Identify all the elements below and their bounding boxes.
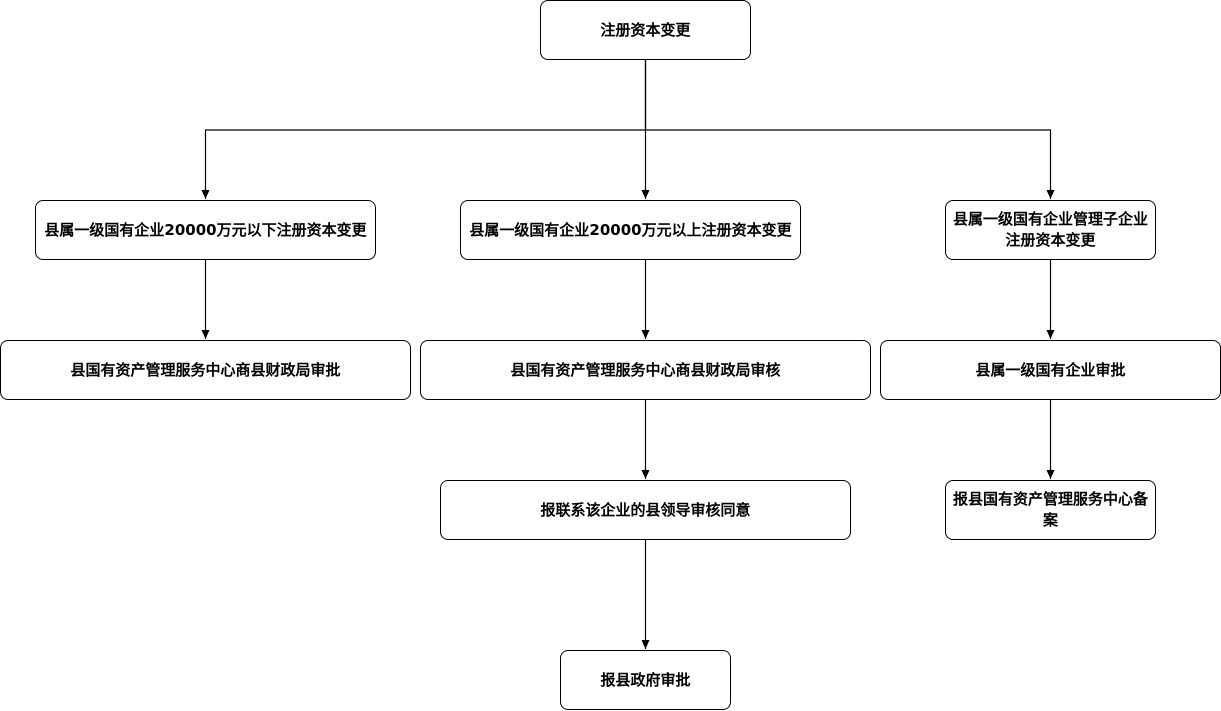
- edge-root-to-below: [201, 60, 647, 199]
- node-label: 县属一级国有企业20000万元以上注册资本变更: [469, 220, 792, 239]
- node-center-finance-approval: 县国有资产管理服务中心商县财政局审批: [0, 340, 411, 400]
- node-capital-change-below-20000: 县属一级国有企业20000万元以下注册资本变更: [35, 200, 376, 260]
- node-subsidiary-capital-change: 县属一级国有企业管理子企业注册资本变更: [945, 200, 1156, 260]
- node-label: 报县国有资产管理服务中心备案: [952, 490, 1148, 529]
- edge-root-to-sub: [645, 129, 1055, 199]
- node-county-government-approval: 报县政府审批: [560, 650, 731, 710]
- node-label: 注册资本变更: [600, 20, 691, 39]
- node-leader-agreement: 报联系该企业的县领导审核同意: [440, 480, 851, 540]
- node-center-filing: 报县国有资产管理服务中心备案: [945, 480, 1156, 540]
- node-capital-change-above-20000: 县属一级国有企业20000万元以上注册资本变更: [460, 200, 801, 260]
- node-label: 报联系该企业的县领导审核同意: [540, 500, 751, 519]
- node-label: 县国有资产管理服务中心商县财政局审核: [510, 360, 781, 379]
- node-label: 县属一级国有企业管理子企业注册资本变更: [952, 210, 1148, 249]
- node-soe-approval: 县属一级国有企业审批: [880, 340, 1221, 400]
- node-label: 县国有资产管理服务中心商县财政局审批: [70, 360, 341, 379]
- node-registered-capital-change: 注册资本变更: [540, 0, 751, 60]
- node-label: 县属一级国有企业20000万元以下注册资本变更: [44, 220, 367, 239]
- node-label: 报县政府审批: [600, 670, 691, 689]
- node-label: 县属一级国有企业审批: [975, 360, 1126, 379]
- node-center-finance-review: 县国有资产管理服务中心商县财政局审核: [420, 340, 871, 400]
